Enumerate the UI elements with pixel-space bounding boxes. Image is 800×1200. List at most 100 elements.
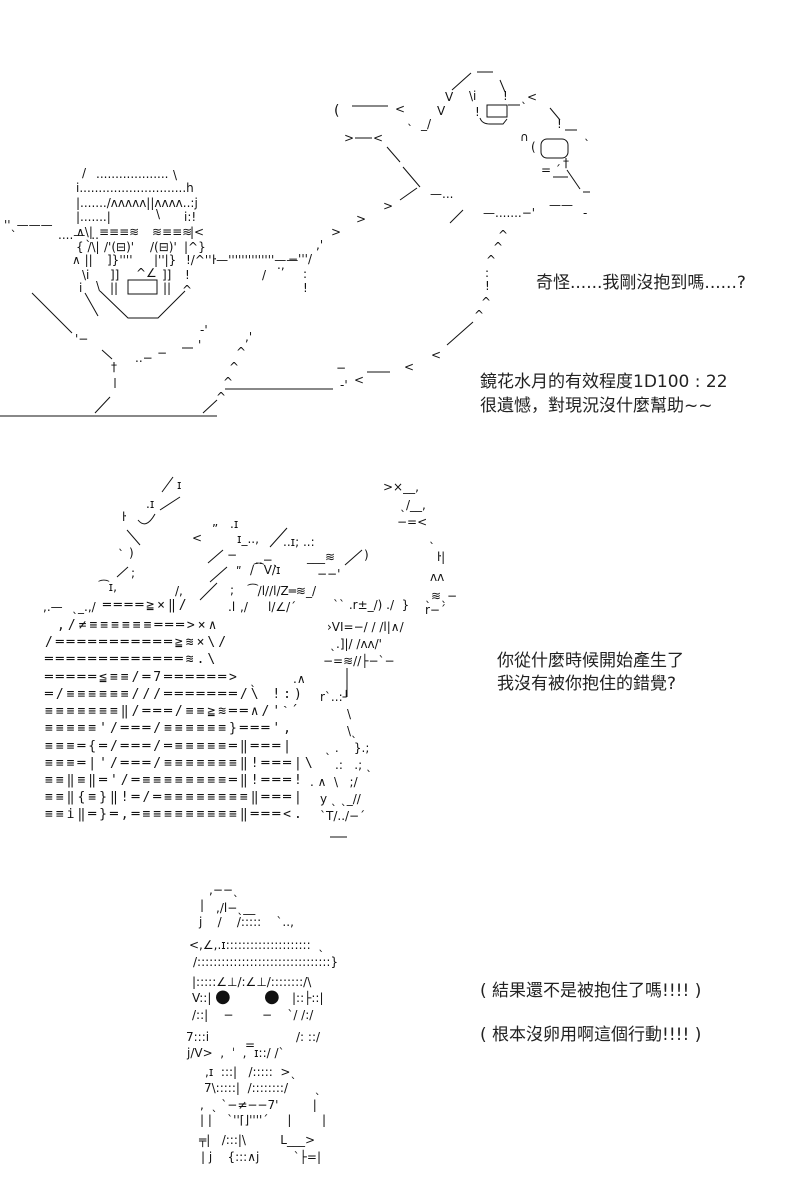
ascii-art-fragment: ∩ — [520, 130, 529, 144]
thought-caption: 奇怪......我剛沒抱到嗎......? — [536, 273, 746, 293]
ascii-art-fragment: ., — [277, 258, 285, 272]
ascii-art-fragment: / — [262, 268, 267, 282]
ascii-art-fragment: ^ — [486, 253, 497, 267]
ascii-art-fragment: ,' — [316, 238, 324, 252]
ascii-art-fragment: /::| − — [192, 1008, 234, 1022]
ascii-art-fragment: `T/../−´ — [320, 809, 366, 823]
ascii-art-fragment: > — [331, 225, 342, 239]
ascii-art-fragment: ═════≦≡≡/═7══════> — [45, 670, 240, 685]
ascii-art-fragment: ʌʌ — [430, 570, 445, 584]
ascii-art-fragment: ˎ≋ˎ− — [425, 589, 458, 603]
dice-roll-caption: 鏡花水月的有效程度1D100 : 22 — [480, 372, 728, 392]
caption-line-1: ( 結果還不是被抱住了嗎!!!! ) — [480, 981, 702, 1001]
ascii-art-fragment: < — [354, 373, 365, 387]
ascii-art-fragment: ≡≡≡≡≡'/═══/≡≡≡≡≡≡}═══', — [45, 721, 295, 736]
ascii-art-fragment: −=≋//├−ˋ− — [323, 654, 395, 668]
ascii-art-fragment: ,.— — [43, 600, 63, 614]
ascii-art-fragment: || — [110, 281, 119, 295]
ascii-art-fragment: ___≋ — [307, 550, 336, 564]
ascii-art-fragment: ʺ — [236, 565, 242, 579]
ascii-art-fragment: \ — [156, 207, 161, 221]
ascii-art-fragment: .: .; ˎ — [335, 758, 372, 772]
ascii-art-fragment: ....—ˎ.. — [58, 228, 99, 242]
ascii-art-fragment: —.......−' — [483, 206, 536, 220]
ascii-art-fragment: ^ — [498, 228, 509, 242]
ascii-art-fragment: /: ::/ — [296, 1030, 321, 1044]
ascii-art-fragment: / — [82, 166, 87, 180]
ascii-art-fragment: = ˊ — [541, 163, 561, 177]
ascii-art-fragment: -' — [200, 323, 208, 337]
ascii-art-fragment: ˎ< — [521, 90, 538, 104]
ascii-art-fragment: : — [303, 267, 308, 281]
ascii-art-fragment: −−' — [317, 567, 341, 581]
ascii-art-fragment: !/^'' — [186, 253, 212, 267]
ascii-art-fragment: .ɪ — [230, 517, 239, 531]
ascii-art-fragment: ≡≡i‖═}═,═≡≡≡≡≡≡≡≡≡‖═══<. — [45, 807, 305, 822]
ascii-art-fragment: ]] — [110, 268, 120, 282]
ascii-art-fragment: —— — [549, 198, 573, 212]
ascii-art-fragment: ════≧×‖/ — [103, 598, 190, 613]
ascii-art-fragment: - — [583, 206, 588, 220]
ascii-art-fragment: ; — [131, 566, 136, 580]
ascii-art-fragment: V::| — [192, 991, 212, 1005]
ascii-art-fragment: † — [563, 156, 569, 170]
ascii-art-fragment: ≡≡≡═{═/═══/═≡≡≡≡≡═‖═══| — [45, 739, 295, 754]
ascii-art-fragment: < — [192, 531, 203, 545]
ascii-art-fragment: ]] — [162, 268, 172, 282]
ascii-art-fragment: : — [485, 266, 490, 280]
ascii-art-fragment: ^ — [182, 283, 193, 297]
ascii-art-fragment: ]}'''' — [107, 253, 133, 267]
ascii-art-fragment: ''ˎ——— — [4, 218, 53, 232]
ascii-art-fragment: ɪ_.., — [237, 532, 259, 546]
ascii-art-fragment: ═════════════≋.\ — [45, 652, 219, 667]
ascii-art-fragment: ! — [485, 279, 490, 293]
ascii-art-fragment: ⁀/l//l/Z═≋_/ — [248, 584, 317, 598]
ascii-art-fragment: ; — [230, 583, 235, 597]
ascii-art-fragment: < — [373, 131, 384, 145]
ascii-art-fragment: ,/l−ˎ__ — [216, 901, 256, 915]
ascii-art-fragment: 7\:::::| /::::::::/ ˎ — [204, 1081, 321, 1095]
ascii-art-fragment: ŀ—''''''''''''''—— — [212, 253, 299, 267]
ascii-art-fragment: ..−ˎ — [255, 553, 279, 567]
ascii-art-fragment: .l — [228, 600, 236, 614]
ascii-art-fragment: |< — [190, 225, 205, 239]
ascii-art-fragment: = — [245, 1038, 256, 1052]
ascii-art-fragment: ∧ || — [72, 253, 93, 267]
ascii-art-fragment: ≡≡≡≋ — [99, 225, 140, 239]
ascii-art-fragment: ! — [185, 268, 190, 282]
ascii-art-fragment: > — [356, 212, 367, 226]
ascii-art-fragment: ≡≡‖≡‖═'/═≡≡≡≡≡≡≡≡═‖!═══! — [45, 773, 305, 788]
ascii-art-fragment: '− — [75, 332, 89, 346]
ascii-art-fragment: ˎ_.,/ — [72, 600, 96, 614]
ascii-art-fragment: /═══════════≧≋×\/ — [45, 635, 230, 650]
ascii-art-fragment: , ˎ `−≠−−7' | — [200, 1098, 317, 1112]
ascii-art-fragment: ) — [129, 546, 134, 560]
ascii-art-fragment: − ˋ/ /:/ — [262, 1008, 314, 1022]
caption-line-1: 你從什麼時候開始產生了 — [497, 651, 684, 671]
ascii-art-fragment: ˮ — [212, 522, 219, 536]
ascii-art-fragment: ˎ/__, — [400, 498, 426, 512]
ascii-art-fragment: < — [431, 348, 442, 362]
ascii-art-fragment: ˎ — [118, 537, 124, 551]
ascii-art-fragment: ˎ — [250, 673, 256, 687]
ascii-art-fragment: ^ — [229, 360, 240, 374]
ascii-art-fragment: ˋˋ .r±_/) ./ } — [333, 598, 410, 612]
ascii-art-fragment: ≡≡≡═|'/═══/≡≡≡≡≡≡≡‖!═══|\ — [45, 756, 316, 771]
ascii-art-fragment: i:! — [184, 210, 197, 224]
ascii-art-fragment: ˎ — [429, 530, 435, 544]
ascii-art-fragment: \ˎ — [347, 724, 358, 738]
left-eye-dot: ● — [215, 986, 231, 1007]
ascii-art-fragment: \i — [82, 268, 90, 282]
ascii-art-fragment: . ∧ \ ;/ — [310, 775, 358, 789]
ascii-art-fragment: ................... — [96, 167, 169, 181]
ascii-art-fragment: | j {:::∧j `├=| — [201, 1150, 321, 1164]
ascii-art-fragment: ⁀ɪ, — [99, 580, 117, 594]
ascii-art-fragment: ^ — [223, 375, 234, 389]
ascii-art-fragment: /, — [175, 584, 183, 598]
ascii-art-fragment: |''|} — [154, 253, 177, 267]
ascii-art-fragment: |::├::| — [292, 991, 324, 1005]
ascii-art-fragment: i — [79, 281, 83, 295]
